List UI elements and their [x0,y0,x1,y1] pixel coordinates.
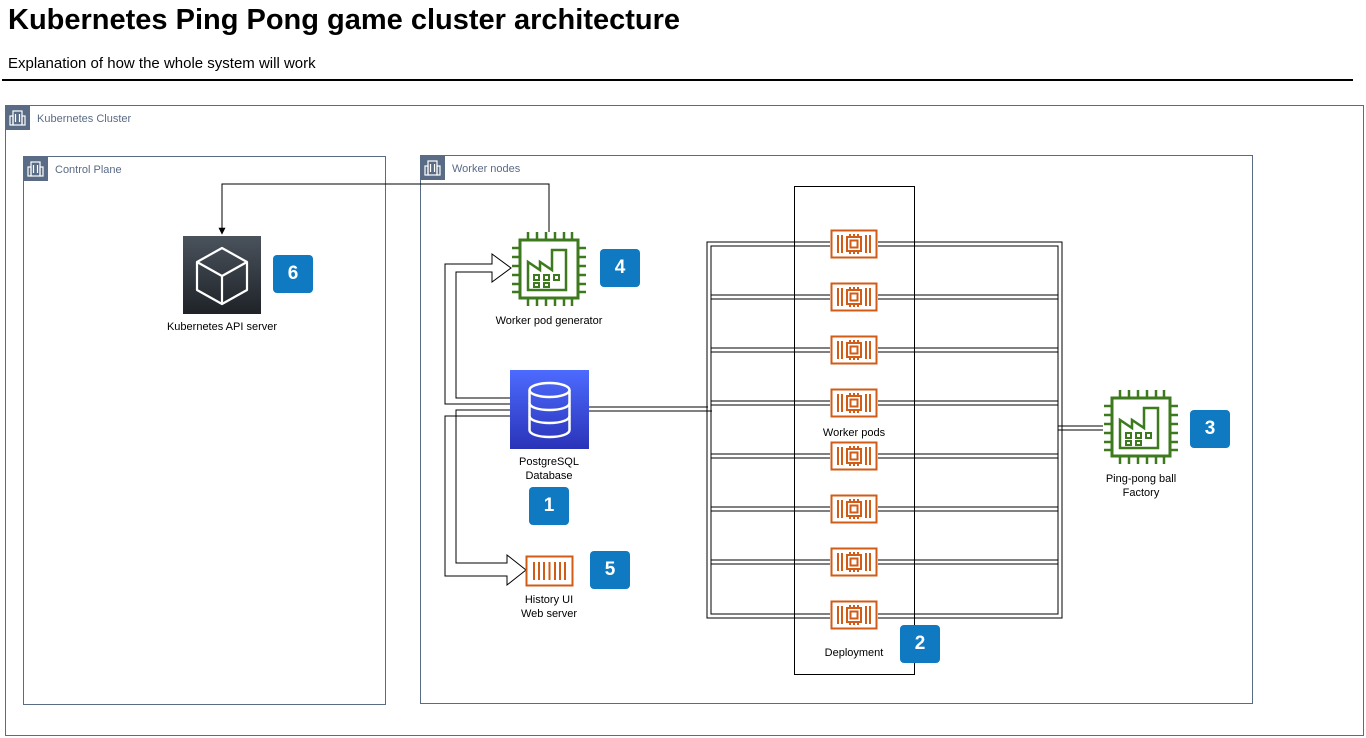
history-label-line1: History UI [524,594,574,606]
page-title: Kubernetes Ping Pong game cluster archit… [8,4,681,36]
chip-icon [830,229,878,259]
connector-database-to-generator [444,253,512,405]
badge-5: 5 [590,551,630,589]
badge-2: 2 [900,625,940,663]
worker-pod[interactable] [830,335,878,365]
chip-icon [830,388,878,418]
page-subtitle: Explanation of how the whole system will… [8,55,316,72]
pod-bus-inner [710,245,1059,615]
factory-node[interactable] [1102,388,1180,466]
chip-icon [830,441,878,471]
badge-6: 6 [273,255,313,293]
deployment-box [794,186,915,675]
building-icon [5,105,30,130]
worker-pod[interactable] [830,494,878,524]
chip-icon [830,547,878,577]
connector-pods-to-factory [1058,425,1103,431]
kubernetes-cluster-group: Kubernetes Cluster [5,105,1364,736]
title-divider [2,79,1353,81]
factory-chip-icon [512,232,586,306]
deployment-label: Deployment [824,647,884,659]
connector-database-to-pods [589,406,712,412]
pod-bus-outer [706,241,1063,619]
worker-pod[interactable] [830,282,878,312]
worker-nodes-label: Worker nodes [452,163,521,175]
database-label-line1: PostgreSQL [519,456,579,468]
pod-generator-label: Worker pod generator [495,315,603,327]
worker-nodes-group: Worker nodes [420,155,1253,704]
worker-pod[interactable] [830,547,878,577]
control-plane-group: Control Plane [23,156,386,705]
factory-label-line1: Ping-pong ball [1105,473,1177,485]
chip-icon [830,494,878,524]
pod-generator-node[interactable] [510,230,588,308]
chip-icon [830,282,878,312]
worker-pod[interactable] [830,441,878,471]
building-icon [23,156,48,181]
chip-icon [830,600,878,630]
cube-icon [183,236,261,314]
chip-icon [830,335,878,365]
factory-label-line2: Factory [1122,487,1160,499]
connector-generator-to-api [218,183,550,235]
api-server-label: Kubernetes API server [166,321,278,333]
database-node[interactable] [510,370,589,449]
worker-pod[interactable] [830,600,878,630]
history-label-line2: Web server [520,608,578,620]
control-plane-label: Control Plane [55,164,122,176]
cluster-group-label: Kubernetes Cluster [37,113,132,125]
building-icon [420,155,445,180]
badge-1: 1 [529,487,569,525]
history-ui-node[interactable] [525,555,574,587]
worker-pods-label: Worker pods [822,427,886,439]
badge-4: 4 [600,249,640,287]
worker-pod[interactable] [830,388,878,418]
badge-3: 3 [1190,410,1230,448]
container-icon [525,555,574,587]
database-icon [510,370,589,449]
api-server-node[interactable] [183,236,261,314]
factory-chip-icon [1104,390,1178,464]
worker-pod[interactable] [830,229,878,259]
database-label-line2: Database [525,470,573,482]
